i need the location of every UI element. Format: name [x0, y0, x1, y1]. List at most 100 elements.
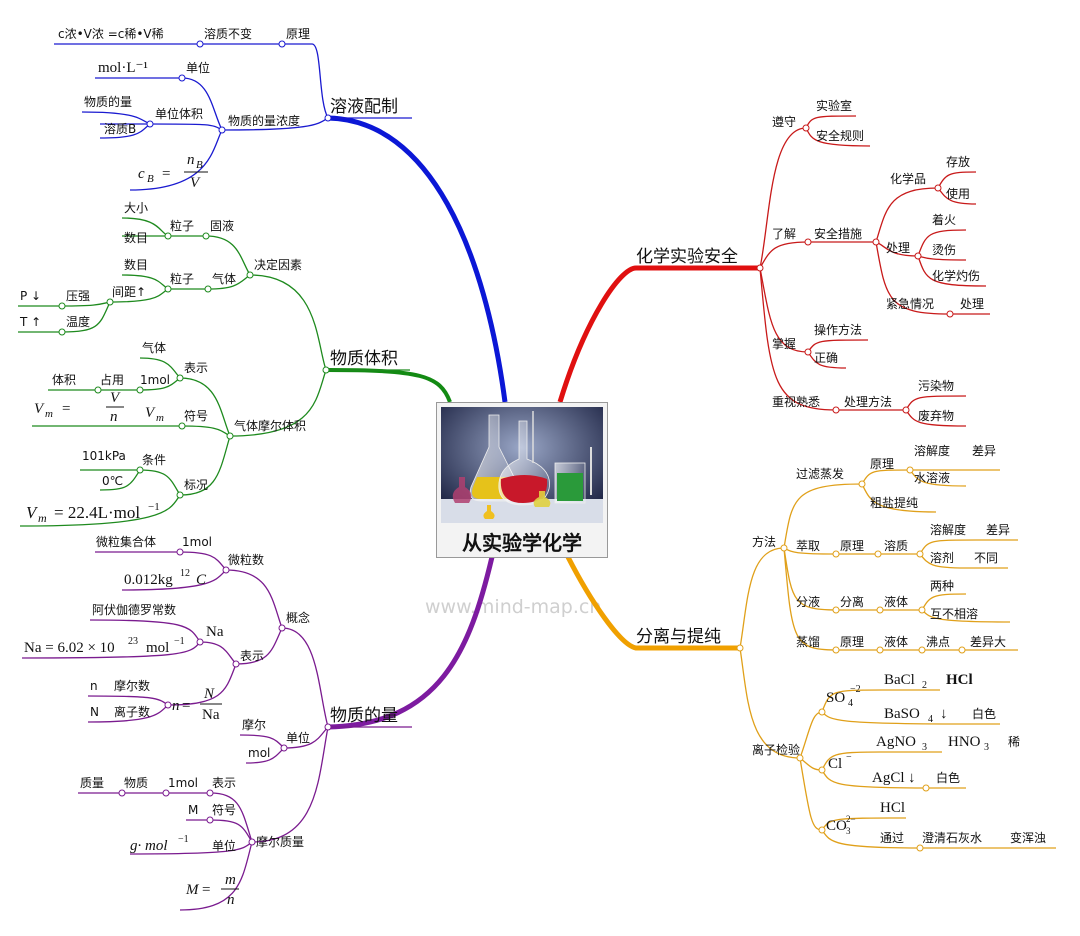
center-topic[interactable]: 从实验学化学	[436, 402, 608, 558]
water-sol-label: 水溶液	[914, 470, 950, 485]
molar-concentration: 物质的量浓度	[228, 113, 300, 128]
concept-label: 概念	[286, 610, 310, 625]
n-formula: n = N Na	[172, 686, 222, 723]
branch-line-volume	[325, 368, 452, 403]
amount-label-main: 物质的量	[330, 706, 398, 726]
solubility-label: 溶解度	[914, 443, 950, 458]
svg-text:m: m	[38, 511, 47, 525]
extract-label: 萃取	[796, 539, 820, 553]
turbid-label: 变浑浊	[1010, 830, 1046, 845]
substance-label: 物质	[124, 776, 148, 790]
molar-volume: 气体摩尔体积	[234, 418, 306, 433]
pressure-label: 压强	[66, 289, 90, 303]
svg-text:↓: ↓	[908, 770, 916, 786]
dilution-formula: c浓•V浓 =c稀•V稀	[58, 27, 164, 41]
hcl-label-2: HCl	[880, 800, 905, 816]
svg-text:23: 23	[128, 636, 138, 647]
use-label: 使用	[946, 186, 970, 201]
co3-ion: CO 3 2−	[826, 814, 856, 836]
sep-liquid-label: 分液	[796, 594, 820, 609]
immiscible-label: 互不相溶	[930, 606, 978, 621]
pass-label: 通过	[880, 831, 904, 845]
svg-text:12: 12	[180, 568, 190, 579]
value-label: 重视熟悉	[772, 394, 820, 409]
t-up: T ↑	[19, 315, 41, 329]
ion-count: 离子数	[114, 704, 150, 719]
micro-collection: 微粒数	[228, 552, 264, 567]
represent-label: 表示	[184, 361, 208, 375]
lab-glassware-image	[441, 407, 603, 523]
svg-text:V: V	[190, 175, 201, 191]
stp-label: 标况	[184, 478, 208, 492]
particle-label-2: 粒子	[170, 271, 194, 286]
svg-text:V: V	[34, 401, 45, 417]
solvent-label: 溶剂	[930, 550, 954, 565]
liquid-label: 液体	[884, 594, 908, 609]
avogadro-label: 阿伏伽德罗常数	[92, 602, 176, 617]
svg-text:2−: 2−	[846, 814, 856, 824]
avogadro-value: Na = 6.02 × 10 23 mol −1	[24, 636, 185, 656]
svg-text:4: 4	[928, 714, 933, 725]
separation-lines	[739, 469, 1056, 849]
principle-label-2: 原理	[840, 539, 864, 553]
waste-label: 废弃物	[918, 408, 954, 423]
occupy-label: 占用	[100, 372, 124, 387]
svg-text:3: 3	[846, 826, 851, 836]
symbol-label: 符号	[184, 408, 208, 423]
method-label: 方法	[752, 534, 776, 549]
storage-label: 存放	[946, 154, 970, 169]
size-label: 大小	[124, 201, 148, 215]
svg-text:Cl: Cl	[828, 756, 842, 772]
chem-burn-label: 化学灼伤	[932, 268, 980, 283]
n-symbol: n	[90, 679, 98, 693]
branch-line-amount	[327, 556, 495, 730]
unit-amount: 单位	[286, 730, 310, 745]
pollutant-label: 污染物	[918, 378, 954, 393]
hcl-label: HCl	[946, 672, 973, 688]
diff-label: 差异	[972, 444, 996, 458]
understand-label: 了解	[772, 227, 796, 241]
count-label: 数目	[124, 230, 148, 245]
scald-label: 烫伤	[932, 243, 956, 257]
amount-label: 物质的量	[84, 94, 132, 109]
salt-label: 粗盐提纯	[870, 495, 918, 510]
agcl: AgCl ↓	[872, 770, 916, 786]
white-label-2: 白色	[936, 770, 960, 785]
svg-text:=: =	[202, 882, 210, 898]
operation-label: 操作方法	[814, 322, 862, 337]
treatment-label: 处理方法	[844, 394, 892, 409]
svg-text:Na = 6.02 × 10: Na = 6.02 × 10	[24, 640, 115, 656]
principle-label: 原理	[286, 27, 310, 41]
svg-text:B: B	[196, 159, 203, 171]
branch-line-safety	[557, 265, 760, 403]
svg-text:c: c	[138, 166, 145, 182]
svg-text:m: m	[45, 408, 53, 420]
solute-constant: 溶质不变	[204, 26, 252, 41]
solubility-label-2: 溶解度	[930, 522, 966, 537]
handle-label-2: 处理	[960, 297, 984, 311]
zero-c-label: 0℃	[102, 474, 123, 488]
svg-text:C: C	[196, 572, 207, 588]
svg-text:N: N	[203, 686, 215, 702]
decisive-label: 决定因素	[254, 257, 302, 272]
particle-label: 粒子	[170, 218, 194, 233]
M-symbol: M	[188, 803, 198, 817]
svg-text:BaCl: BaCl	[884, 672, 915, 688]
dilute-label: 稀	[1008, 735, 1020, 749]
unit-value: mol·L⁻¹	[98, 60, 148, 76]
bacl2: BaCl 2	[884, 672, 927, 691]
solid-liquid: 固液	[210, 218, 234, 233]
volume-nodes	[58, 232, 330, 499]
different-label: 不同	[974, 551, 998, 565]
amount-nodes	[118, 548, 332, 846]
spacing-label: 间距↑	[112, 285, 146, 299]
svg-text:AgCl: AgCl	[872, 770, 905, 786]
separation-label: 分离与提纯	[636, 627, 721, 647]
handle-label: 处理	[886, 241, 910, 255]
solute-label: 溶质	[884, 538, 908, 553]
diff-label-2: 差异	[986, 523, 1010, 537]
svg-text:3: 3	[922, 742, 927, 753]
two-label: 两种	[930, 579, 954, 593]
branch-line-solution	[327, 115, 508, 403]
